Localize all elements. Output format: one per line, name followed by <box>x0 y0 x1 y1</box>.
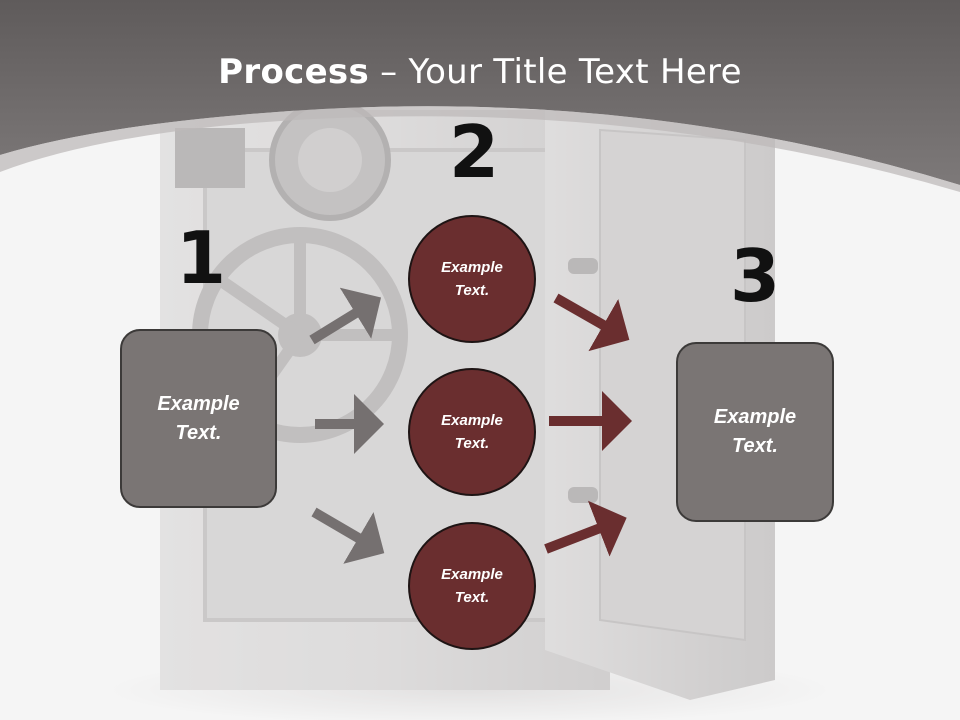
arrow-to-circle-3 <box>311 507 385 564</box>
arrow-to-circle-1 <box>309 287 382 345</box>
step-1-text-line2: Text. <box>175 421 222 444</box>
circle-2-text-line2: Text. <box>454 435 490 452</box>
arrow-from-circle-3 <box>544 500 627 557</box>
step-number-3: 3 <box>730 234 781 318</box>
title-rest: – Your Title Text Here <box>369 52 742 92</box>
circle-3-text-line1: Example <box>441 566 503 583</box>
step-3-text-line1: Example <box>713 406 797 428</box>
slide-title: Process – Your Title Text Here <box>0 52 960 92</box>
step-2-circle-3: Example Text. <box>408 522 536 650</box>
step-number-2: 2 <box>449 110 500 194</box>
step-1-box: Example Text. <box>120 329 277 508</box>
circle-3-text-line2: Text. <box>454 589 490 606</box>
step-2-circle-1: Example Text. <box>408 215 536 343</box>
circle-1-text-line1: Example <box>441 259 503 276</box>
title-bold: Process <box>218 52 370 92</box>
circle-2-text-line1: Example <box>441 412 503 429</box>
step-2-circle-2: Example Text. <box>408 368 536 496</box>
arrow-from-circle-1 <box>553 293 630 352</box>
step-1-text-line1: Example <box>157 392 240 415</box>
step-number-1: 1 <box>176 216 227 300</box>
circle-1-text-line2: Text. <box>454 282 490 299</box>
step-3-box: Example Text. <box>676 342 834 522</box>
step-3-text-line2: Text. <box>732 435 778 457</box>
